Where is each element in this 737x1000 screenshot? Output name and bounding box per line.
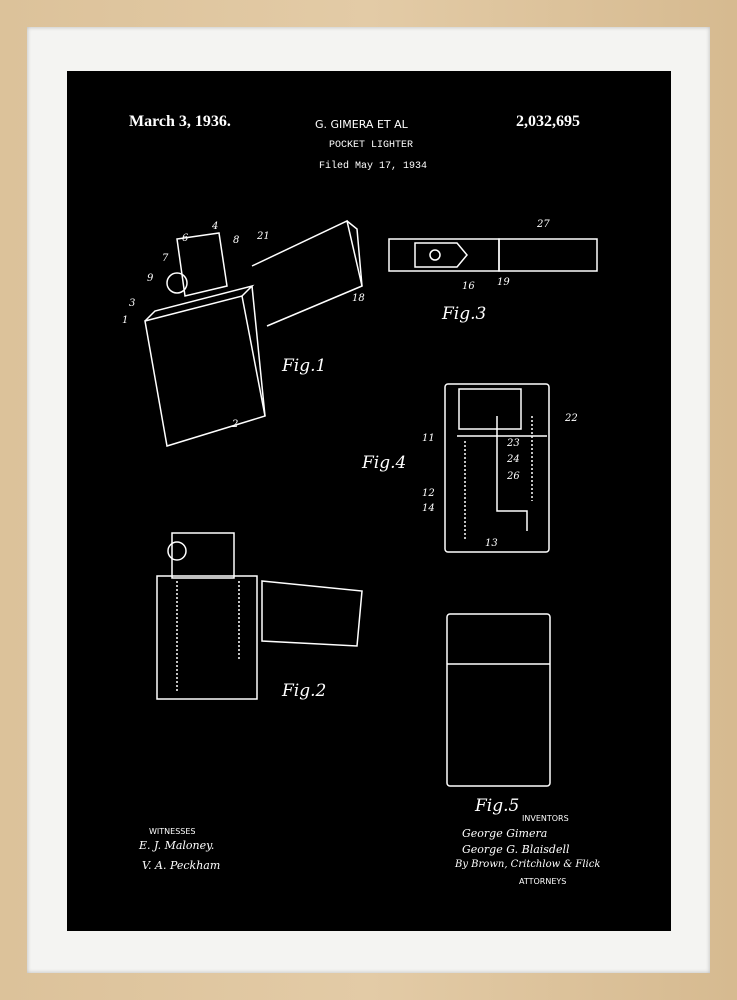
inventor-signature-2: George G. Blaisdell — [462, 843, 570, 856]
figure-2-drawing — [156, 532, 363, 700]
witnesses-label: WITNESSES — [149, 827, 196, 836]
filed-date: Filed May 17, 1934 — [319, 161, 428, 172]
reference-numeral: 4 — [211, 221, 218, 232]
reference-numeral: 13 — [485, 538, 498, 549]
reference-numeral: 24 — [506, 454, 520, 465]
patent-poster: March 3, 1936. G. GIMERA ET AL POCKET LI… — [67, 71, 671, 931]
figure-2-label: Fig.2 — [281, 681, 326, 701]
patent-date: March 3, 1936. — [129, 113, 231, 130]
reference-numeral: 21 — [256, 231, 270, 242]
inventor-header: G. GIMERA ET AL — [315, 118, 408, 131]
reference-numeral: 26 — [506, 471, 520, 482]
reference-numeral: 14 — [422, 503, 435, 514]
reference-numeral: 27 — [536, 219, 550, 230]
figure-4-drawing — [444, 383, 550, 553]
reference-numeral: 18 — [352, 293, 365, 304]
figure-1-label: Fig.1 — [281, 356, 326, 376]
reference-numeral: 22 — [564, 413, 578, 424]
attorney-signature: By Brown, Critchlow & Flick — [455, 859, 601, 870]
figure-3-label: Fig.3 — [441, 304, 486, 324]
figure-1-drawing — [144, 219, 363, 447]
inventors-label: INVENTORS — [522, 814, 569, 823]
reference-numeral: 23 — [506, 438, 520, 449]
reference-numeral: 7 — [162, 253, 169, 264]
patent-number: 2,032,695 — [516, 113, 580, 130]
figure-4-label: Fig.4 — [361, 453, 406, 473]
attorneys-label: ATTORNEYS — [519, 877, 567, 886]
inventor-signature-1: George Gimera — [462, 827, 548, 840]
reference-numeral: 6 — [182, 233, 189, 244]
reference-numeral: 2 — [231, 419, 238, 430]
reference-numeral: 12 — [422, 488, 435, 499]
witness-signature-2: V. A. Peckham — [142, 859, 221, 872]
patent-title: POCKET LIGHTER — [329, 140, 414, 151]
reference-numeral: 1 — [122, 315, 128, 326]
reference-numeral: 16 — [462, 281, 475, 292]
reference-numeral: 19 — [497, 277, 510, 288]
witness-signature-1: E. J. Maloney. — [139, 839, 215, 852]
reference-numeral: 11 — [422, 433, 435, 444]
reference-numeral: 9 — [147, 273, 154, 284]
reference-numeral: 3 — [129, 298, 135, 309]
reference-numeral: 8 — [233, 235, 239, 246]
figure-5-label: Fig.5 — [474, 796, 519, 816]
figure-3-drawing — [388, 238, 598, 272]
figure-5-drawing — [446, 613, 551, 787]
